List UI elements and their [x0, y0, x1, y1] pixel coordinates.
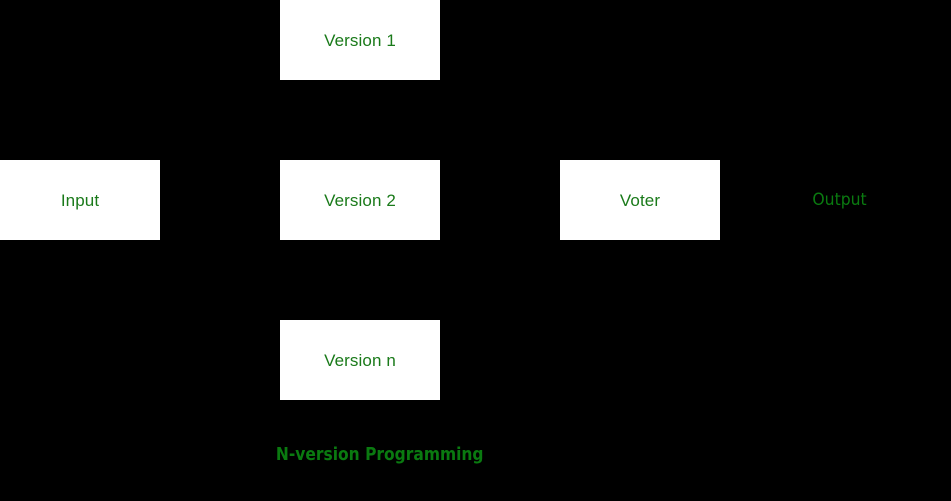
node-version-2-label: Version 2 [324, 190, 396, 210]
diagram-caption: N-version Programming [276, 440, 484, 470]
node-version-2[interactable]: Version 2 [280, 160, 440, 240]
label-output-text: Output [812, 189, 868, 210]
node-input[interactable]: Input [0, 160, 160, 240]
label-output: Output [760, 180, 920, 220]
node-version-1[interactable]: Version 1 [280, 0, 440, 80]
node-input-label: Input [60, 190, 100, 210]
node-version-n[interactable]: Version n [280, 320, 440, 400]
node-version-1-label: Version 1 [324, 30, 396, 50]
diagram-caption-text: N-version Programming [276, 444, 484, 465]
node-voter-label: Voter [619, 190, 661, 210]
node-version-n-label: Version n [324, 350, 396, 370]
node-voter[interactable]: Voter [560, 160, 720, 240]
